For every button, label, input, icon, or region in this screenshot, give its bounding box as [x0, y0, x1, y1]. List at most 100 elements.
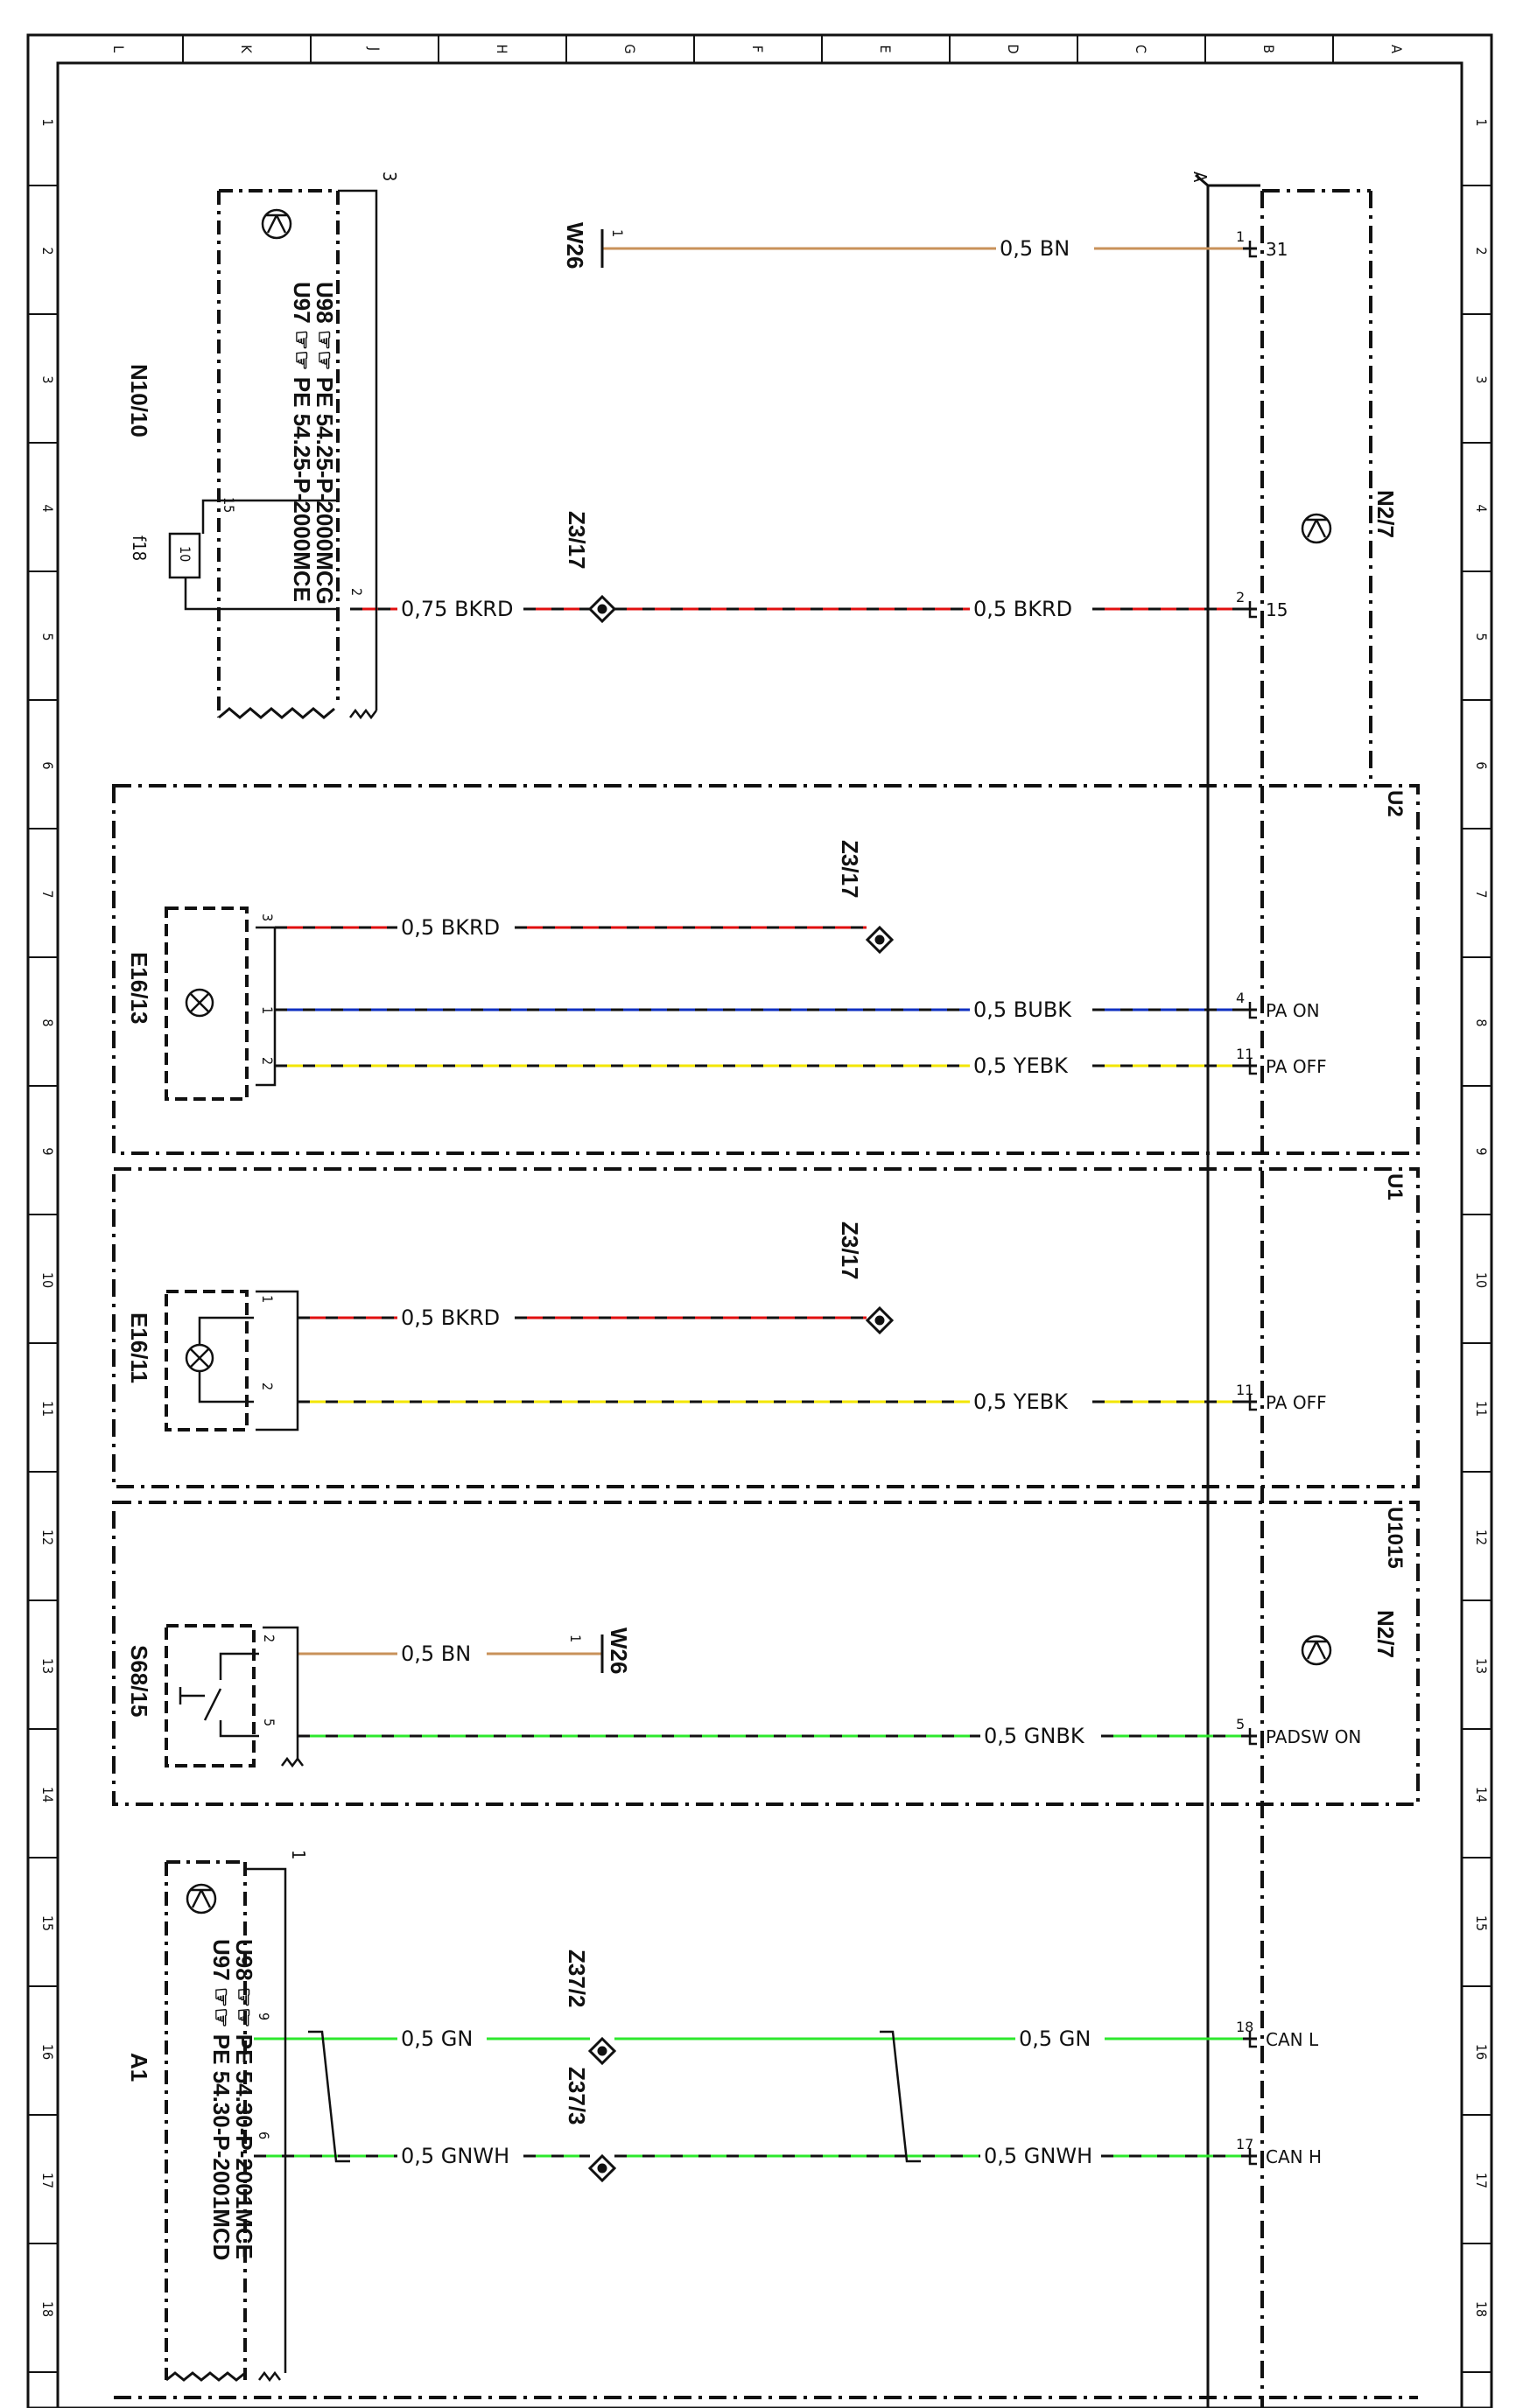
s68-15-pin-2: 2	[261, 1634, 277, 1642]
row-label-6-left: 6	[39, 761, 56, 769]
wire-label: 0,5 BUBK	[973, 998, 1072, 1022]
row-label-2-left: 2	[39, 247, 56, 255]
wire-label-bg	[397, 2144, 497, 2168]
row-label-10-left: 10	[39, 1272, 56, 1288]
n10-10-code-line-1: U97 ☞☞ PE 54.25-P-2000MCE	[289, 282, 315, 602]
transistor-icon	[1301, 1634, 1332, 1666]
row-label-11-right: 11	[1473, 1401, 1490, 1417]
transistor-icon	[1301, 513, 1332, 544]
row-label-14-right: 14	[1473, 1787, 1490, 1802]
transistor-icon	[261, 208, 292, 240]
wire-label: 0,5 BKRD	[401, 1306, 500, 1330]
row-label-16-right: 16	[1473, 2044, 1490, 2060]
s68-15-switch	[165, 1624, 259, 1768]
fuse-f18-label: f18	[129, 536, 150, 561]
a1-title: A1	[126, 2053, 152, 2082]
column-label-C: C	[1133, 45, 1149, 53]
column-label-L: L	[110, 46, 127, 52]
row-label-18-right: 18	[1473, 2301, 1490, 2317]
n2-7-bus	[1195, 173, 1260, 2408]
z37-2-label: Z37/2	[564, 1950, 590, 2008]
e16-11-pin-1: 1	[259, 1295, 276, 1303]
wire-label-bg	[397, 1642, 474, 1666]
pin-bracket	[1248, 1728, 1257, 1746]
z3-17-top-label: Z3/17	[564, 511, 590, 570]
wire-label: 0,5 BN	[1000, 236, 1070, 261]
row-label-4-left: 4	[39, 504, 56, 512]
w26-top-pin: 1	[609, 229, 626, 237]
n2-7-signal-name: PADSW ON	[1266, 1726, 1361, 1747]
e16-13-housing	[256, 926, 277, 1087]
n2-7-signal-name: 15	[1266, 599, 1288, 620]
e16-13-lamp	[165, 906, 249, 1101]
can-twist-markers	[308, 2030, 921, 2163]
e16-11-pin-2: 2	[259, 1382, 276, 1390]
wire-label: 0,5 GN	[1019, 2026, 1091, 2051]
row-label-10-right: 10	[1473, 1272, 1490, 1288]
junction-z37-2	[587, 2036, 617, 2066]
column-label-B: B	[1260, 45, 1277, 53]
n10-10-title: N10/10	[126, 364, 152, 438]
pin-bracket	[1248, 1058, 1257, 1075]
w26-mid-pin: 1	[567, 1634, 584, 1642]
row-label-3-left: 3	[39, 375, 56, 383]
n2-7-signal-name: 31	[1266, 239, 1288, 260]
n2-7-pin-number: 5	[1236, 1716, 1245, 1732]
row-label-7-right: 7	[1473, 890, 1490, 898]
z3-17-u2-label: Z3/17	[837, 840, 863, 899]
n2-7-title: N2/7	[1372, 490, 1399, 538]
row-label-18-left: 18	[39, 2301, 56, 2317]
wire-label: 0,5 BKRD	[401, 915, 500, 940]
wire-label-bg	[1015, 2026, 1092, 2051]
row-label-15-right: 15	[1473, 1915, 1490, 1931]
variant-label-u1015: U1015	[1383, 1507, 1407, 1569]
row-label-5-right: 5	[1473, 633, 1490, 640]
row-label-13-left: 13	[39, 1658, 56, 1674]
s68-15-housing	[263, 1626, 304, 1768]
wire-label-bg	[397, 597, 509, 621]
junction-z3-17-top	[587, 594, 617, 624]
z37-3-label: Z37/3	[564, 2067, 590, 2125]
n2-7-pin-number: 11	[1236, 1046, 1253, 1062]
row-label-8-left: 8	[39, 1018, 56, 1026]
row-label-8-right: 8	[1473, 1018, 1490, 1026]
wire-label-bg	[397, 1306, 497, 1330]
wire-label-bg	[397, 2026, 474, 2051]
drawing-frame	[26, 33, 1493, 2408]
a1-bus	[245, 1867, 287, 2383]
junction-z3-17-u2	[865, 925, 895, 955]
n2-7-signal-name: CAN H	[1266, 2146, 1322, 2167]
pin-bracket	[1248, 1002, 1257, 1019]
n2-7-pin-number: 1	[1236, 228, 1245, 245]
n2-7-signal-name: PA ON	[1266, 1000, 1320, 1021]
transistor-icon	[186, 1883, 217, 1914]
pin-bracket	[1248, 601, 1257, 619]
wire-label-bg	[996, 236, 1073, 261]
column-label-H: H	[494, 45, 510, 54]
row-label-2-right: 2	[1473, 247, 1490, 255]
pin-bracket	[1248, 2148, 1257, 2166]
column-label-J: J	[366, 46, 383, 51]
e16-13-title: E16/13	[126, 952, 152, 1024]
n10-10-break	[218, 707, 335, 719]
a1-bus-label: 1	[288, 1850, 309, 1859]
row-label-13-right: 13	[1473, 1658, 1490, 1674]
wire-label-bg	[970, 998, 1070, 1022]
pin-bracket	[1248, 2031, 1257, 2048]
column-label-K: K	[238, 45, 255, 53]
column-label-G: G	[621, 44, 638, 53]
junction-z37-3	[587, 2153, 617, 2183]
variant-boxes	[112, 784, 1420, 2399]
pin-bracket	[1248, 1394, 1257, 1411]
n2-7-lower-title: N2/7	[1372, 1610, 1399, 1658]
a1-module	[165, 1860, 247, 2380]
n2-7-pin-number: 18	[1236, 2019, 1253, 2035]
n2-7-pin-number: 11	[1236, 1382, 1253, 1398]
e16-13-pin-2: 2	[259, 1057, 276, 1065]
wire-label-bg	[980, 2144, 1080, 2168]
a1-pin-6: 6	[256, 2132, 272, 2139]
column-label-F: F	[749, 46, 766, 52]
column-label-A: A	[1388, 45, 1405, 53]
